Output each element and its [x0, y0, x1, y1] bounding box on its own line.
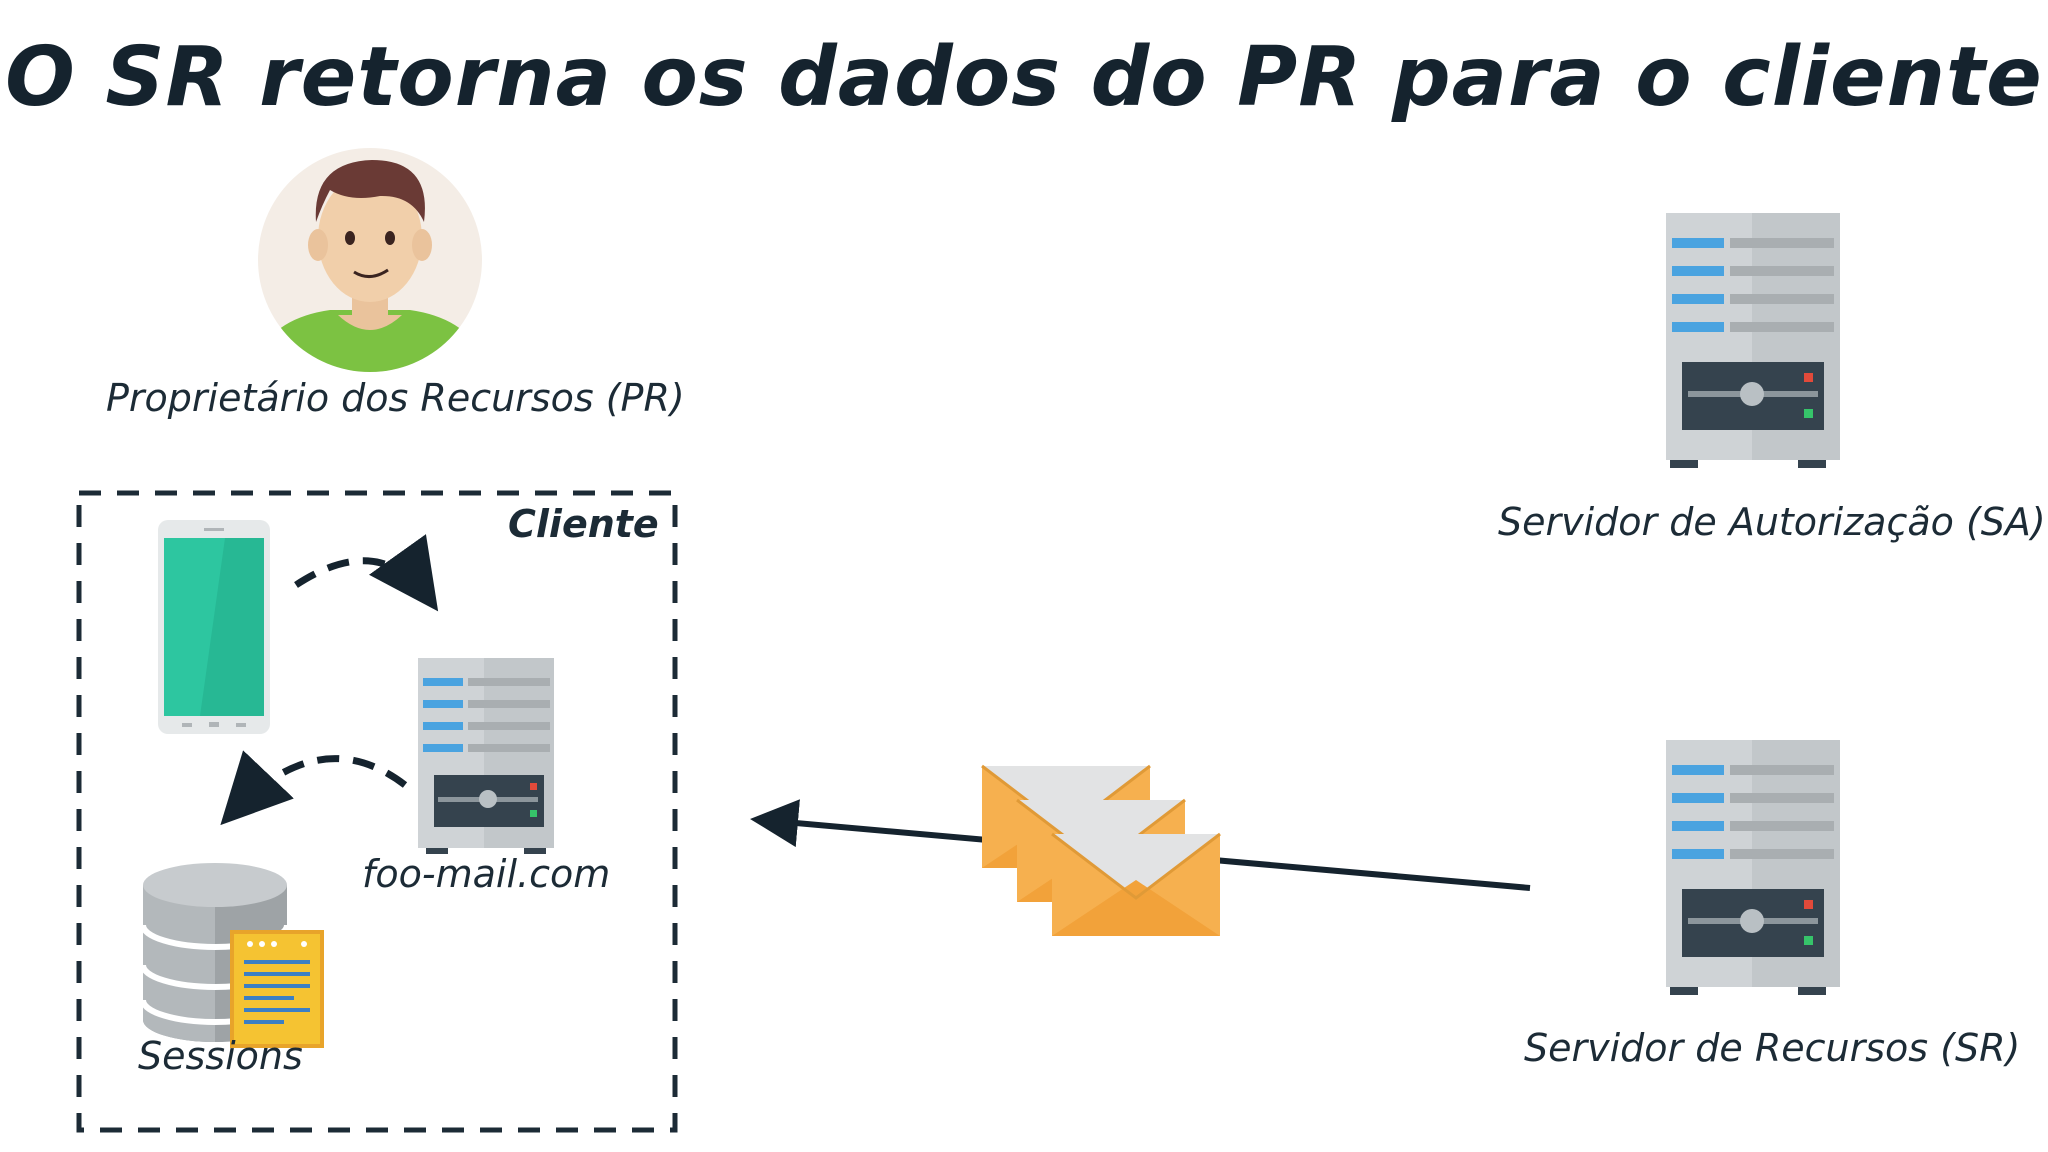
authorization-server-icon	[1666, 213, 1840, 468]
database-icon	[140, 863, 290, 1042]
phone-to-server-arrow	[294, 534, 439, 612]
authorization-server-label: Servidor de Autorização (SA)	[1498, 500, 2046, 544]
envelopes-icon	[981, 764, 1221, 936]
resource-server-icon	[1666, 740, 1840, 995]
page-title: O SR retorna os dados do PR para o clien…	[5, 30, 2043, 125]
smartphone-icon	[158, 520, 270, 734]
resource-owner-label: Proprietário dos Recursos (PR)	[106, 376, 685, 420]
client-server-label: foo-mail.com	[362, 852, 611, 896]
client-server-icon	[418, 658, 554, 854]
resource-server-label: Servidor de Recursos (SR)	[1524, 1026, 2021, 1070]
client-box	[76, 490, 678, 1133]
client-box-label: Cliente	[508, 502, 659, 546]
document-icon	[230, 930, 324, 1048]
server-to-sessions-arrow	[220, 750, 408, 826]
person-avatar-icon	[258, 148, 482, 372]
sessions-label: Sessions	[138, 1034, 303, 1078]
